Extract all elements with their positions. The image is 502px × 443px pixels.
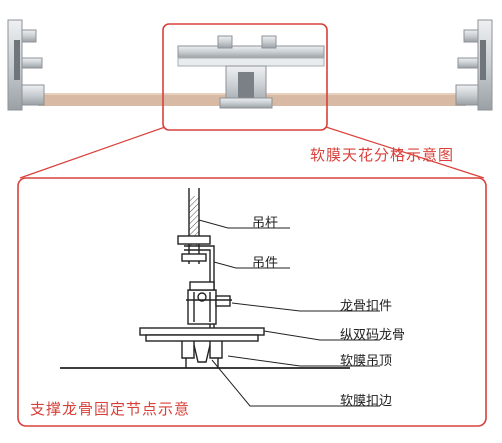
leader-keel-clip: [231, 302, 380, 312]
label-membrane-edge: 软膜扣边: [340, 394, 393, 409]
keel-clip: [186, 281, 232, 325]
leader-hanger: [213, 261, 290, 269]
label-hanging-rod: 吊杆: [252, 216, 279, 231]
label-double-keel: 纵双码龙骨: [340, 328, 406, 343]
detail-box: [17, 177, 487, 427]
left-edge-profile: [7, 19, 45, 111]
center-keel-profile: [177, 35, 325, 109]
hanging-rod: [188, 188, 200, 264]
right-edge-profile: [455, 19, 493, 111]
connector-line-right: [325, 126, 485, 179]
leader-membrane-ceiling: [227, 355, 380, 367]
leader-hanging-rod: [198, 219, 290, 229]
rod-nut-upper: [177, 235, 211, 245]
profile-photo: [7, 19, 493, 111]
rod-nut-lower: [181, 253, 207, 262]
leader-double-keel: [263, 330, 380, 341]
double-keel: [139, 327, 265, 342]
membrane-clip-profile: [181, 341, 223, 368]
leader-membrane-edge: [211, 359, 380, 407]
leader-lines: [198, 219, 380, 407]
label-hanger: 吊件: [252, 256, 279, 271]
detail-drawing: [60, 188, 350, 369]
highlight-box: [162, 23, 328, 131]
label-keel-clip: 龙骨扣件: [340, 299, 393, 314]
label-membrane-ceiling: 软膜吊顶: [340, 354, 393, 369]
detail-caption: 支撑龙骨固定节点示意: [30, 400, 191, 418]
connector-line-left: [19, 126, 166, 179]
top-caption: 软膜天花分格示意图: [310, 146, 455, 164]
